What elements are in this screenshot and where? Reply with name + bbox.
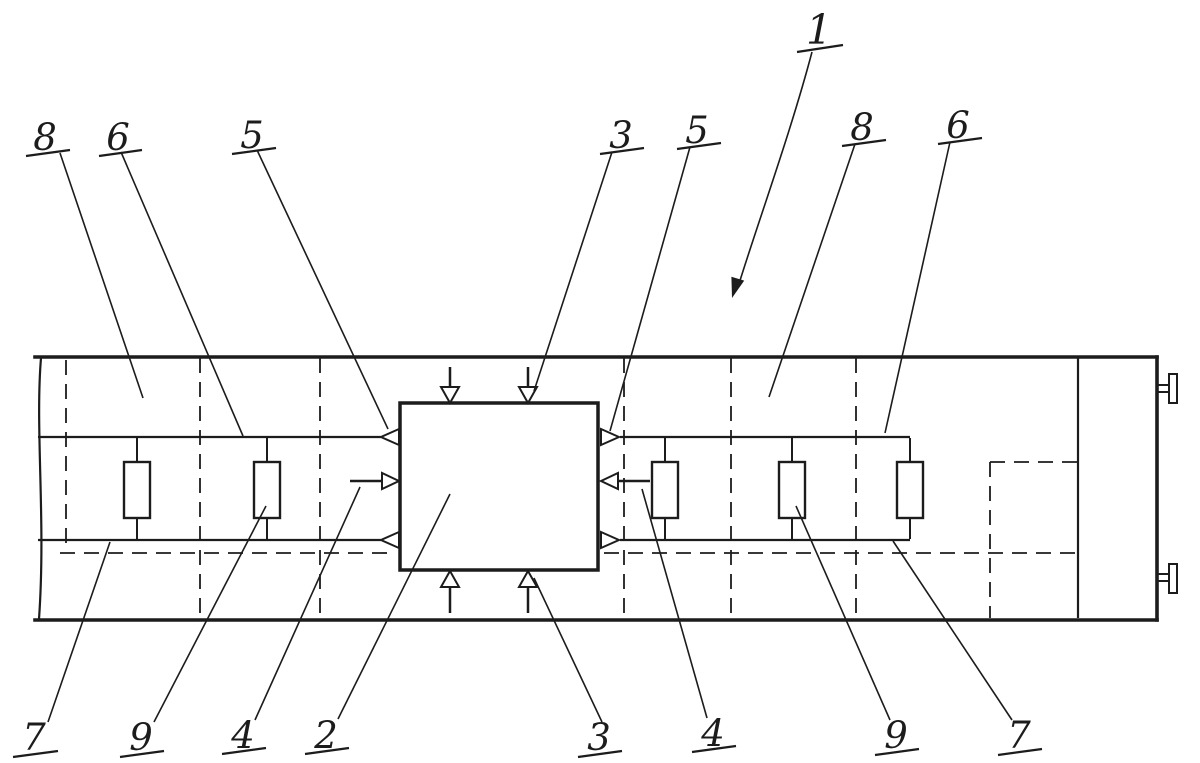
ref-underline-6-right xyxy=(937,136,983,146)
ref-underline-8-left xyxy=(25,148,71,158)
part4-arrow-right-icon xyxy=(598,471,619,491)
ref-leader-2 xyxy=(337,493,451,720)
top-arrow-right-icon xyxy=(517,386,539,406)
callout-ref6-left: 6 xyxy=(98,116,244,437)
ref-arrowhead-1-icon xyxy=(731,276,745,298)
callout-ref2: 2 xyxy=(304,493,451,757)
part9-element-right-3 xyxy=(895,460,925,520)
callout-ref7-left: 7 xyxy=(12,541,111,759)
part9-element-right-2 xyxy=(777,460,807,520)
callout-ref5-left: 5 xyxy=(231,114,389,430)
fastener-bottom xyxy=(1157,563,1178,594)
ref-label-9-left: 9 xyxy=(129,716,153,759)
callout-ref9-right: 9 xyxy=(795,505,920,757)
part2-central-block xyxy=(398,401,600,572)
part4-arrow-left-icon xyxy=(381,471,402,491)
callout-ref1: 1 xyxy=(731,6,844,298)
bottom-arrow-right-icon xyxy=(517,568,539,588)
ref-leader-8-right xyxy=(768,143,856,398)
arrowhead-upper-left-icon xyxy=(378,427,400,447)
ref-label-3-top: 3 xyxy=(609,114,633,157)
ref-underline-6-left xyxy=(98,148,143,158)
ref-underline-9-left xyxy=(119,749,165,759)
ref-leader-7-left xyxy=(47,541,111,723)
part9-element-right-1 xyxy=(650,460,680,520)
ref-underline-3-bottom xyxy=(577,749,623,759)
ref-label-6-left: 6 xyxy=(106,116,130,159)
ref-leader-4-right xyxy=(641,488,708,719)
ref-label-1: 1 xyxy=(806,6,832,54)
fastener-top-head xyxy=(1168,373,1178,404)
beam-left-break-edge xyxy=(37,357,43,620)
callout-ref6-right: 6 xyxy=(884,104,983,434)
callout-ref7-right: 7 xyxy=(892,540,1043,757)
fastener-top xyxy=(1157,373,1178,404)
ref-underline-2 xyxy=(304,746,350,756)
ref-underline-1 xyxy=(796,43,844,54)
arrowhead-upper-right-icon xyxy=(600,427,622,447)
callout-ref4-left: 4 xyxy=(221,486,361,757)
callout-ref8-left: 8 xyxy=(25,116,144,399)
ref-label-9-right: 9 xyxy=(884,714,908,757)
ref-underline-4-left xyxy=(221,746,267,756)
ref-leader-9-right xyxy=(795,505,891,721)
callout-ref3-bottom: 3 xyxy=(533,577,623,759)
ref-label-5-left: 5 xyxy=(240,114,264,157)
ref-underline-4-right xyxy=(691,744,737,754)
arrowhead-lower-right-icon xyxy=(600,530,622,550)
ref-leader-5-left xyxy=(256,149,389,430)
ref-label-5-right: 5 xyxy=(685,109,709,152)
ref-leader-1 xyxy=(737,51,813,288)
ref-underline-9-right xyxy=(874,747,920,757)
bottom-arrow-left-icon xyxy=(439,568,461,588)
ref-leader-7-right xyxy=(892,540,1013,721)
arrowhead-lower-left-icon xyxy=(378,530,400,550)
top-arrow-left-icon xyxy=(439,386,461,406)
ref-leader-6-left xyxy=(120,151,244,437)
part9-element-left-2 xyxy=(252,460,282,520)
callout-ref3-top: 3 xyxy=(533,114,645,392)
ref-leader-3-bottom xyxy=(533,577,603,723)
part9-element-left-1 xyxy=(122,460,152,520)
ref-leader-3-top xyxy=(533,151,613,392)
ref-leader-5-right xyxy=(609,146,691,432)
ref-leader-6-right xyxy=(884,141,951,434)
ref-underline-8-right xyxy=(841,138,887,148)
ref-leader-9-left xyxy=(153,505,267,723)
ref-underline-7-left xyxy=(12,749,59,759)
callout-ref8-right: 8 xyxy=(768,106,887,398)
fastener-bottom-head xyxy=(1168,563,1178,594)
callout-ref4-right: 4 xyxy=(641,488,737,755)
callout-ref5-right: 5 xyxy=(609,109,722,432)
ref-underline-3-top xyxy=(599,146,645,156)
ref-underline-5-right xyxy=(676,141,722,151)
callout-ref9-left: 9 xyxy=(119,505,267,759)
ref-label-8-right: 8 xyxy=(850,106,874,149)
ref-leader-8-left xyxy=(59,152,144,399)
ref-label-3-bottom: 3 xyxy=(587,716,611,759)
ref-label-7-right: 7 xyxy=(1007,714,1031,757)
ref-underline-7-right xyxy=(997,747,1043,757)
ref-underline-5-left xyxy=(231,146,277,156)
ref-label-6-right: 6 xyxy=(946,104,970,147)
ref-label-8-left: 8 xyxy=(33,116,57,159)
ref-leader-4-left xyxy=(254,486,361,721)
ref-label-7-left: 7 xyxy=(22,716,46,759)
